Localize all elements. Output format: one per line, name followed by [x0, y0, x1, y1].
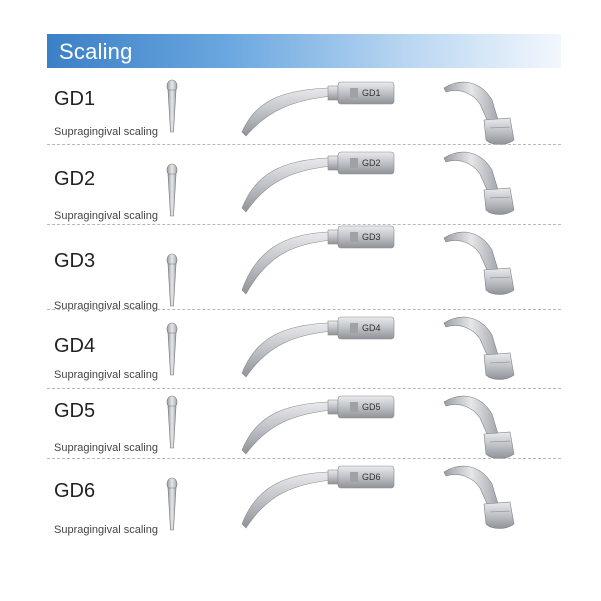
tip-side-icon	[443, 465, 515, 529]
tip-engraving: GD5	[362, 402, 381, 412]
tip-code: GD2	[54, 168, 96, 190]
tip-front-icon	[166, 79, 178, 133]
tip-code: GD3	[54, 250, 96, 272]
tip-profile-icon	[241, 225, 395, 295]
row-divider	[47, 144, 561, 145]
tip-profile-icon	[241, 81, 395, 137]
tip-description: Supragingival scaling	[54, 524, 158, 536]
tip-code: GD1	[54, 88, 96, 110]
tip-description: Supragingival scaling	[54, 300, 158, 312]
tip-description: Supragingival scaling	[54, 442, 158, 454]
tip-side-icon	[443, 151, 515, 215]
tip-front-icon	[166, 477, 178, 531]
section-banner: Scaling	[47, 34, 561, 68]
tip-side-icon	[443, 316, 515, 380]
row-divider	[47, 309, 561, 310]
tip-code: GD4	[54, 335, 96, 357]
tip-engraving: GD1	[362, 88, 381, 98]
tip-engraving: GD2	[362, 158, 381, 168]
tip-description: Supragingival scaling	[54, 126, 158, 138]
tip-engraving: GD4	[362, 323, 381, 333]
tip-code: GD6	[54, 480, 96, 502]
tip-description: Supragingival scaling	[54, 369, 158, 381]
row-divider	[47, 224, 561, 225]
tip-code: GD5	[54, 400, 96, 422]
tip-front-icon	[166, 163, 178, 217]
row-divider	[47, 388, 561, 389]
tip-profile-icon	[241, 395, 395, 455]
row-divider	[47, 458, 561, 459]
tip-side-icon	[443, 231, 515, 295]
tip-front-icon	[166, 395, 178, 449]
tip-profile-icon	[241, 151, 395, 213]
tip-engraving: GD6	[362, 472, 381, 482]
tip-description: Supragingival scaling	[54, 210, 158, 222]
tip-profile-icon	[241, 465, 395, 529]
tip-side-icon	[443, 395, 515, 459]
tip-engraving: GD3	[362, 232, 381, 242]
tip-side-icon	[443, 81, 515, 145]
tip-front-icon	[166, 322, 178, 376]
section-title: Scaling	[59, 39, 133, 64]
tip-profile-icon	[241, 316, 395, 378]
tip-front-icon	[166, 253, 178, 307]
